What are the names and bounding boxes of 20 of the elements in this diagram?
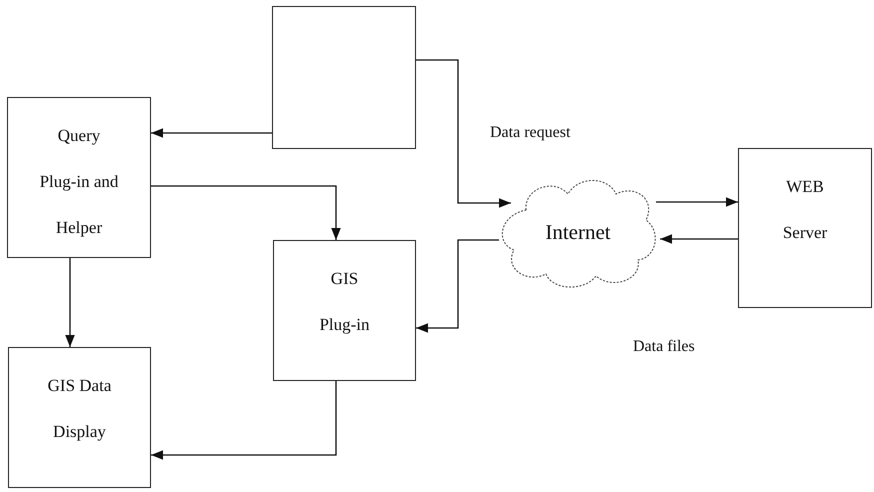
arrow bbox=[151, 128, 272, 138]
process-box bbox=[273, 240, 416, 381]
process-box bbox=[7, 97, 151, 258]
arrow bbox=[65, 258, 75, 347]
node-label: WEB Server bbox=[782, 176, 828, 244]
arrow bbox=[656, 197, 738, 207]
node-label: Internet bbox=[544, 220, 612, 245]
node-label: Query Plug-in and Helper bbox=[38, 125, 120, 239]
flow-label: Data files bbox=[633, 338, 695, 356]
process-box bbox=[272, 6, 416, 149]
node-label: GIS Plug-in bbox=[318, 268, 371, 336]
arrow bbox=[660, 234, 738, 244]
process-box bbox=[8, 347, 151, 488]
flow-label: Data request bbox=[490, 124, 570, 142]
arrow bbox=[151, 381, 337, 460]
arrow bbox=[416, 59, 511, 208]
node-label: GIS Data Display bbox=[46, 375, 112, 443]
arrow bbox=[416, 239, 499, 333]
arrow bbox=[151, 185, 341, 240]
process-box bbox=[738, 148, 872, 308]
